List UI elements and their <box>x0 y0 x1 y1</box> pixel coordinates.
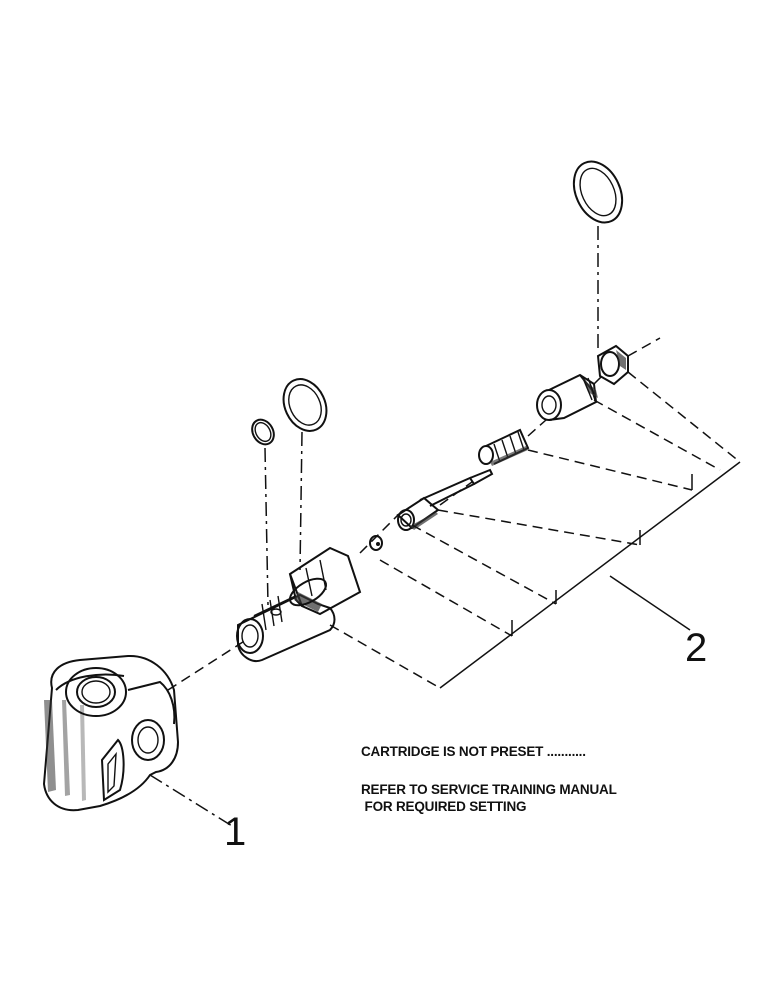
backup-ring <box>282 378 328 432</box>
spring <box>478 428 530 466</box>
top-washer <box>572 160 624 224</box>
item-2-bracket <box>329 371 741 689</box>
centerline-body <box>167 639 247 691</box>
check-ball <box>369 535 383 551</box>
leader-line-1 <box>149 774 233 827</box>
adjuster-sleeve <box>536 373 598 421</box>
note-required-setting: FOR REQUIRED SETTING <box>361 799 527 814</box>
small-o-ring <box>251 418 275 446</box>
callout-item-2: 2 <box>685 626 708 670</box>
centerline-cartridge <box>359 337 661 554</box>
backup-ring-dashline <box>299 431 303 571</box>
cartridge-body <box>236 546 362 662</box>
callout-item-1: 1 <box>224 810 247 854</box>
note-refer-manual: REFER TO SERVICE TRAINING MANUAL <box>361 782 617 797</box>
poppet-stem <box>396 468 494 531</box>
oring-dashline <box>264 447 269 606</box>
locknut <box>596 344 629 386</box>
valve-body-housing <box>42 654 180 812</box>
leader-line-2 <box>609 575 691 631</box>
note-cartridge-not-preset: CARTRIDGE IS NOT PRESET ........... <box>361 744 586 759</box>
